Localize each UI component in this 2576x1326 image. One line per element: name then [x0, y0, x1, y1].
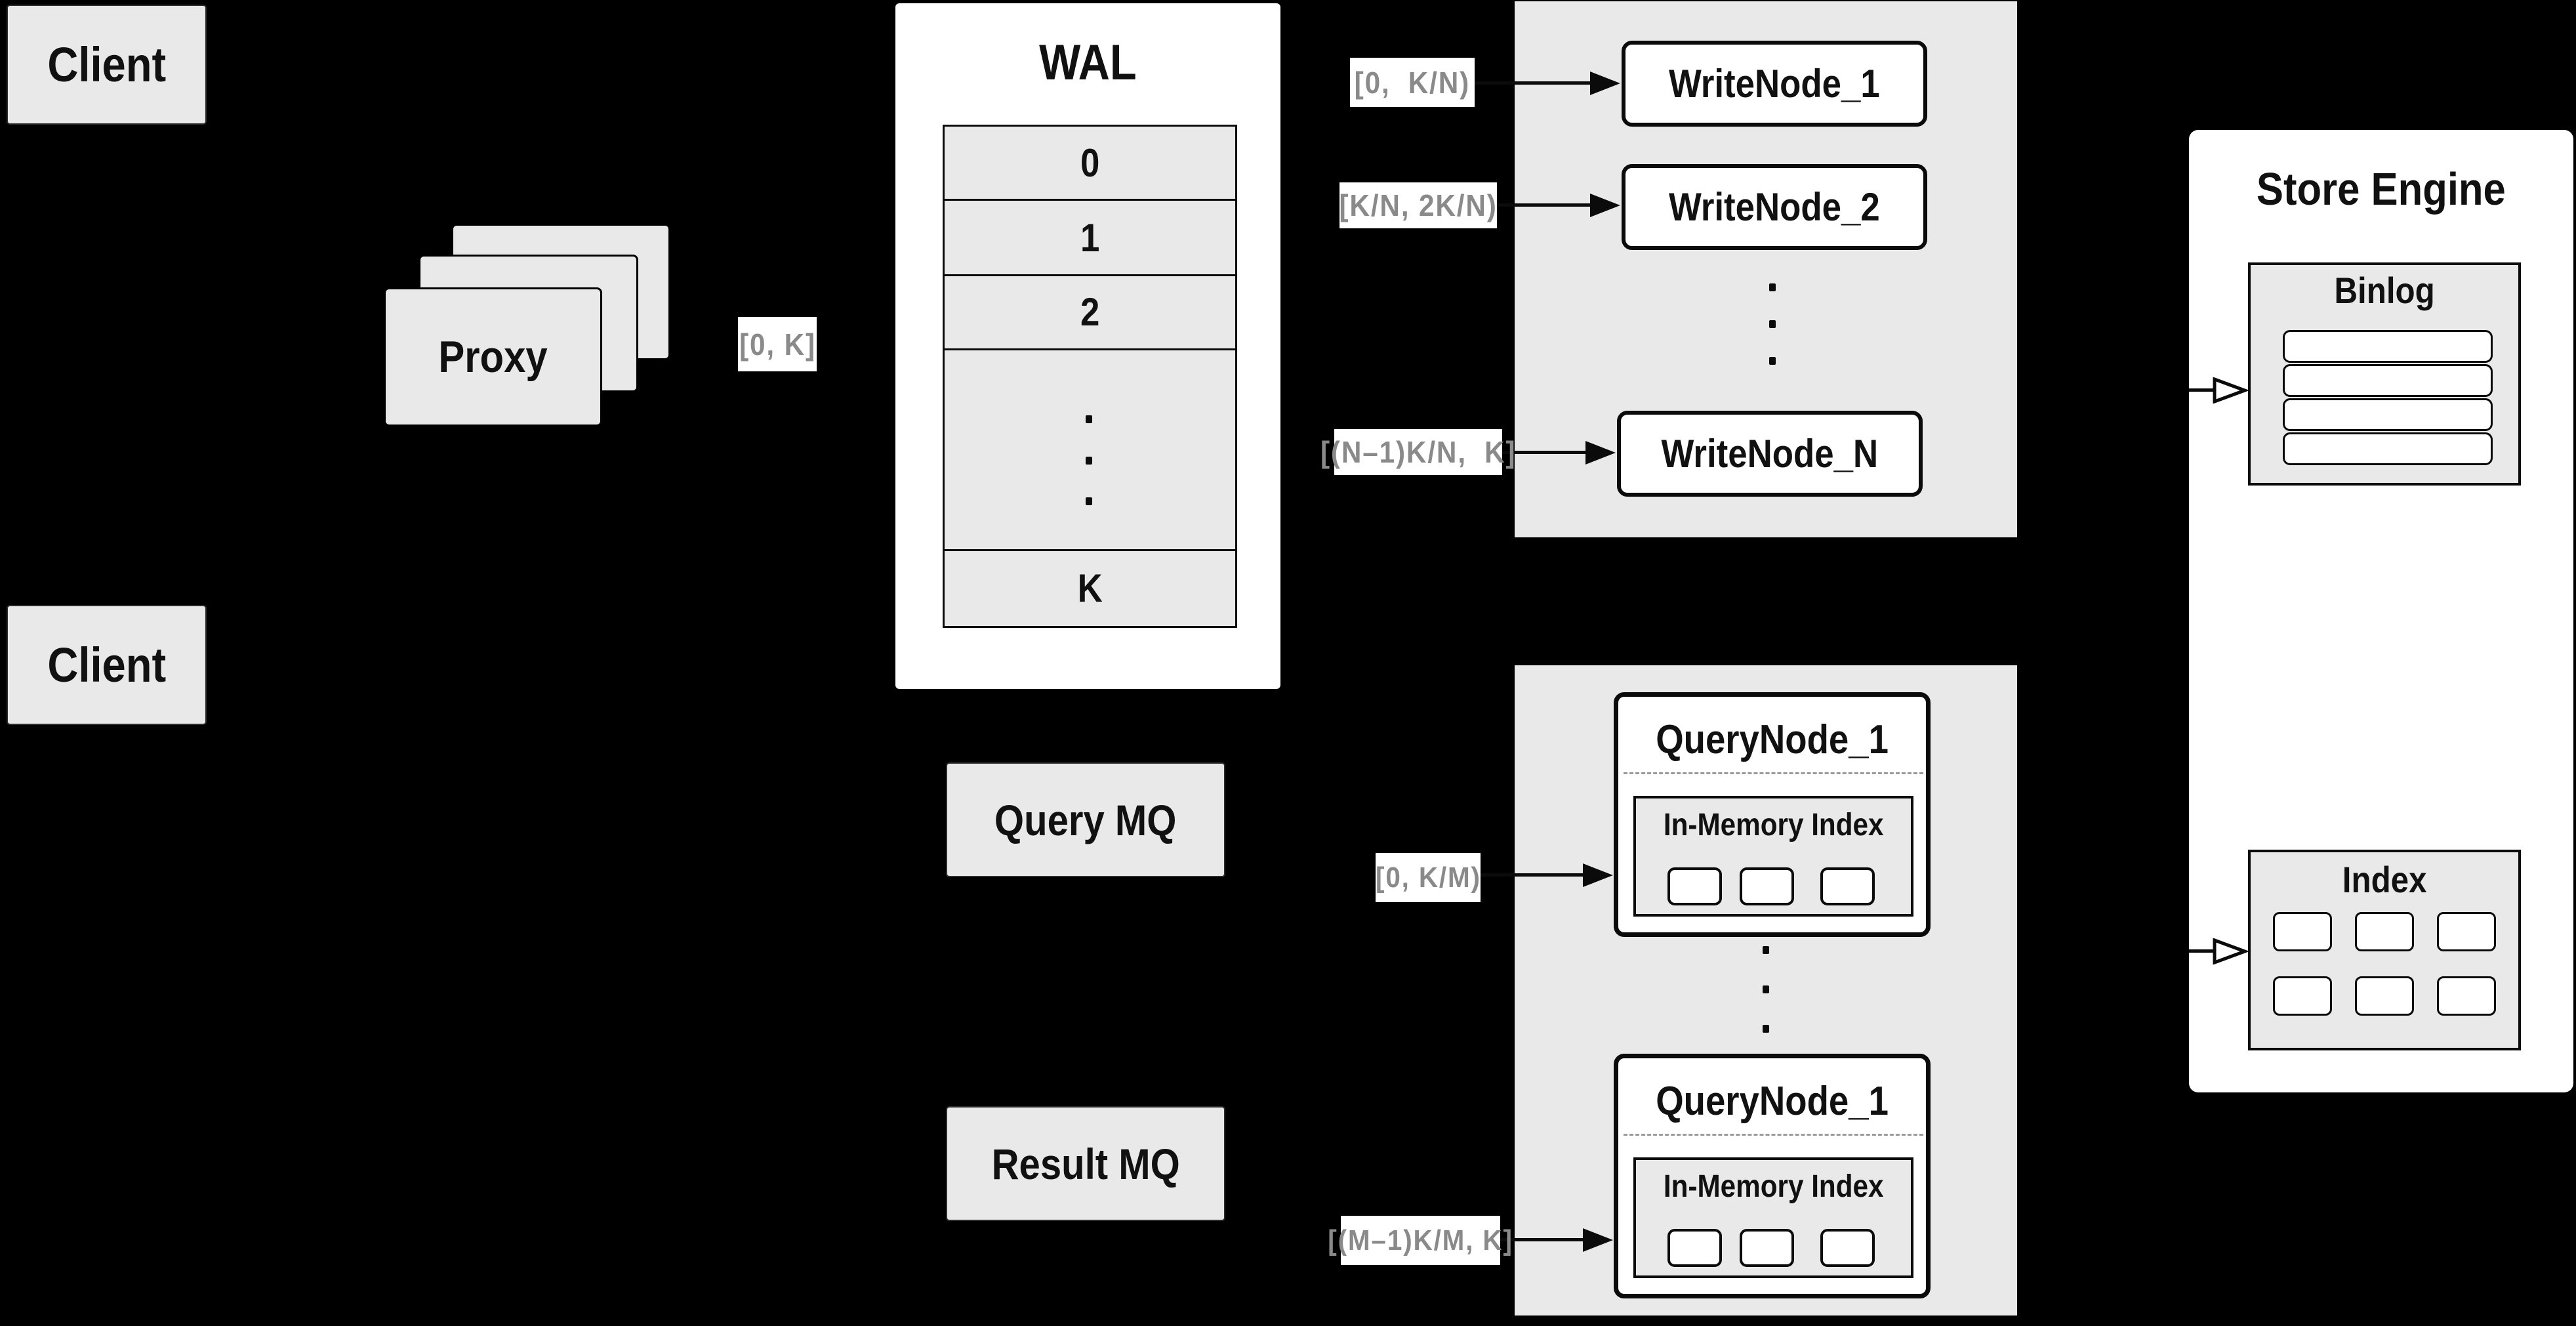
- in-memory-index-2-title: In-Memory Index: [1663, 1169, 1884, 1204]
- index-cell: [2273, 976, 2332, 1016]
- write-node-n: WriteNode_N: [1617, 411, 1923, 497]
- ellipsis-dot: [1086, 457, 1092, 465]
- proxy-box: Proxy: [384, 287, 602, 426]
- segment-cell: [1667, 1229, 1722, 1267]
- range-label-querynodem: [(M–1)K/M, K]: [1328, 1216, 1512, 1265]
- wal-row-1: 1: [945, 201, 1235, 276]
- arrow-line-writenode2: [1497, 203, 1590, 207]
- query-node-2-title: QueryNode_1: [1656, 1079, 1889, 1124]
- client-bottom-label: Client: [47, 638, 166, 692]
- binlog-row: [2283, 364, 2493, 397]
- ellipsis-dot: [1086, 415, 1092, 424]
- arrow-head-index-hollow: [2213, 938, 2249, 964]
- arrow-line-writenode1: [1475, 81, 1590, 85]
- query-node-1-title: QueryNode_1: [1656, 717, 1889, 762]
- result-mq-box: Result MQ: [946, 1106, 1225, 1221]
- wal-row-2: 2: [945, 276, 1235, 351]
- arrow-head-querynodem: [1583, 1228, 1613, 1252]
- client-box-top: Client: [7, 5, 207, 125]
- arrow-head-binlog-hollow: [2213, 377, 2249, 404]
- ellipsis-dot: [1769, 320, 1776, 328]
- index-cell: [2437, 976, 2496, 1016]
- wal-title: WAL: [1039, 35, 1137, 91]
- binlog-row: [2283, 398, 2493, 431]
- ellipsis-dot: [1763, 1025, 1769, 1033]
- query-node-1-separator: [1624, 772, 1923, 774]
- query-node-2-separator: [1624, 1134, 1923, 1136]
- wal-row-ellipsis: [945, 350, 1235, 551]
- arrow-line-writenoden: [1502, 451, 1585, 454]
- range-label-querynode1: [0, K/M): [1376, 853, 1481, 902]
- binlog-row: [2283, 330, 2493, 363]
- wal-row-k: K: [945, 550, 1235, 626]
- in-memory-index-1-title: In-Memory Index: [1663, 808, 1884, 842]
- index-cell: [2355, 912, 2414, 951]
- store-engine-title: Store Engine: [2257, 163, 2506, 215]
- range-label-writenode2: [K/N, 2K/N): [1339, 182, 1497, 228]
- ellipsis-dot: [1769, 357, 1776, 365]
- ellipsis-dot: [1769, 283, 1776, 291]
- arrow-head-writenode2: [1590, 194, 1620, 217]
- segment-cell: [1820, 867, 1875, 905]
- arrow-line-index: [2189, 949, 2215, 953]
- ellipsis-dot: [1763, 985, 1769, 993]
- wal-table: 0 1 2 K: [943, 125, 1237, 628]
- write-node-2: WriteNode_2: [1622, 164, 1927, 250]
- index-title: Index: [2342, 859, 2427, 900]
- arrow-head-querynode1: [1583, 863, 1613, 887]
- client-top-label: Client: [47, 37, 166, 92]
- arrow-line-querynode1: [1481, 873, 1584, 877]
- arrow-line-querynodem: [1500, 1238, 1584, 1241]
- binlog-title: Binlog: [2334, 270, 2435, 311]
- arrow-head-writenoden: [1585, 441, 1616, 465]
- arrow-line-binlog: [2189, 388, 2215, 392]
- arrow-head-writenode1: [1590, 72, 1620, 95]
- index-cell: [2437, 912, 2496, 951]
- index-cell: [2355, 976, 2414, 1016]
- range-label-writenode1: [0, K/N): [1350, 58, 1475, 107]
- segment-cell: [1820, 1229, 1875, 1267]
- segment-cell: [1740, 1229, 1794, 1267]
- range-label-writenoden: [(N–1)K/N, K]: [1320, 429, 1515, 475]
- write-node-1: WriteNode_1: [1622, 41, 1927, 127]
- index-cell: [2273, 912, 2332, 951]
- ellipsis-dot: [1763, 946, 1769, 954]
- query-mq-box: Query MQ: [946, 762, 1225, 877]
- binlog-row: [2283, 432, 2493, 465]
- ellipsis-dot: [1086, 497, 1092, 506]
- proxy-label: Proxy: [438, 332, 548, 382]
- wal-row-0: 0: [945, 127, 1235, 201]
- range-label-proxy-wal: [0, K]: [738, 317, 817, 371]
- client-box-bottom: Client: [7, 605, 207, 725]
- segment-cell: [1667, 867, 1722, 905]
- segment-cell: [1740, 867, 1794, 905]
